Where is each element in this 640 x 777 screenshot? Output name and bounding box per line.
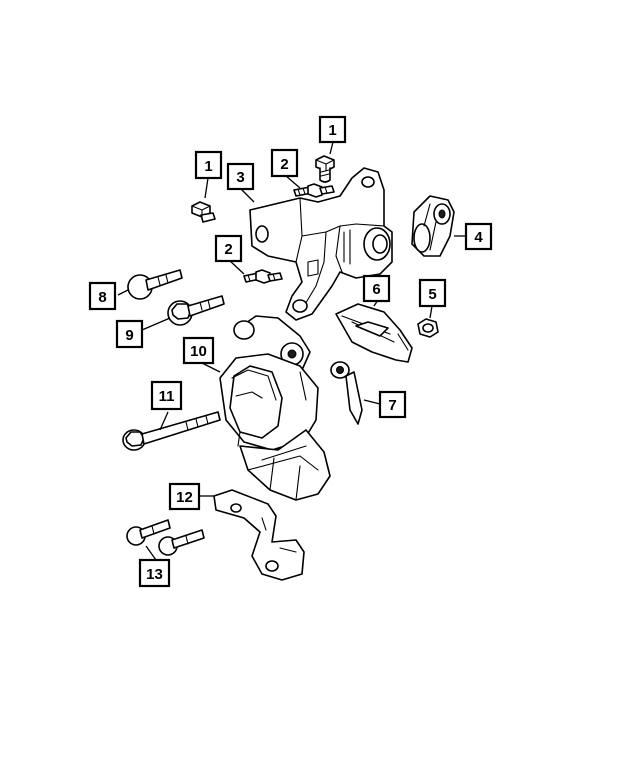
part-5-nut — [417, 318, 439, 338]
svg-text:6: 6 — [372, 281, 380, 298]
svg-text:12: 12 — [176, 489, 193, 506]
callout-2-lower: 2 — [214, 234, 243, 263]
svg-text:5: 5 — [428, 286, 436, 303]
part-1-bolt-left — [191, 201, 216, 223]
callout-8: 8 — [88, 281, 117, 311]
callout-7: 7 — [378, 390, 407, 419]
part-10-engine-mount — [219, 315, 331, 501]
callout-2-upper: 2 — [270, 148, 299, 178]
callout-9: 9 — [115, 319, 144, 349]
svg-text:1: 1 — [328, 122, 336, 139]
svg-text:13: 13 — [146, 566, 163, 583]
svg-text:8: 8 — [98, 289, 106, 306]
svg-text:1: 1 — [204, 158, 212, 175]
svg-text:2: 2 — [280, 156, 288, 173]
part-2-stud-upper — [293, 183, 335, 198]
callout-6: 6 — [362, 274, 391, 303]
part-7-strap — [330, 361, 363, 425]
part-12-strut-bracket — [213, 489, 305, 581]
svg-text:9: 9 — [125, 327, 133, 344]
part-2-stud-lower — [243, 269, 283, 284]
svg-text:11: 11 — [159, 388, 175, 405]
callout-13: 13 — [138, 558, 171, 588]
callout-5: 5 — [418, 278, 447, 308]
callout-10: 10 — [182, 336, 215, 365]
callout-12: 12 — [168, 482, 201, 511]
part-1-bolt-top — [315, 155, 335, 183]
part-11-long-bolt — [122, 411, 221, 451]
part-6-shield-bracket — [335, 303, 413, 363]
svg-text:3: 3 — [236, 169, 244, 186]
callout-11: 11 — [150, 380, 183, 411]
callout-1-left: 1 — [194, 150, 223, 180]
svg-text:7: 7 — [388, 397, 396, 414]
callout-4: 4 — [464, 222, 493, 251]
svg-text:4: 4 — [474, 229, 483, 246]
part-3-mount-bracket — [249, 167, 393, 321]
part-8-bolt — [127, 269, 183, 300]
svg-text:10: 10 — [190, 343, 207, 360]
svg-text:2: 2 — [224, 241, 232, 258]
part-13-bolts — [126, 519, 205, 556]
part-9-bolt — [167, 295, 225, 326]
callout-1-top: 1 — [318, 115, 347, 144]
leader-lines — [117, 141, 466, 561]
part-4-bushing-bracket — [411, 195, 455, 257]
callout-3: 3 — [226, 162, 255, 191]
